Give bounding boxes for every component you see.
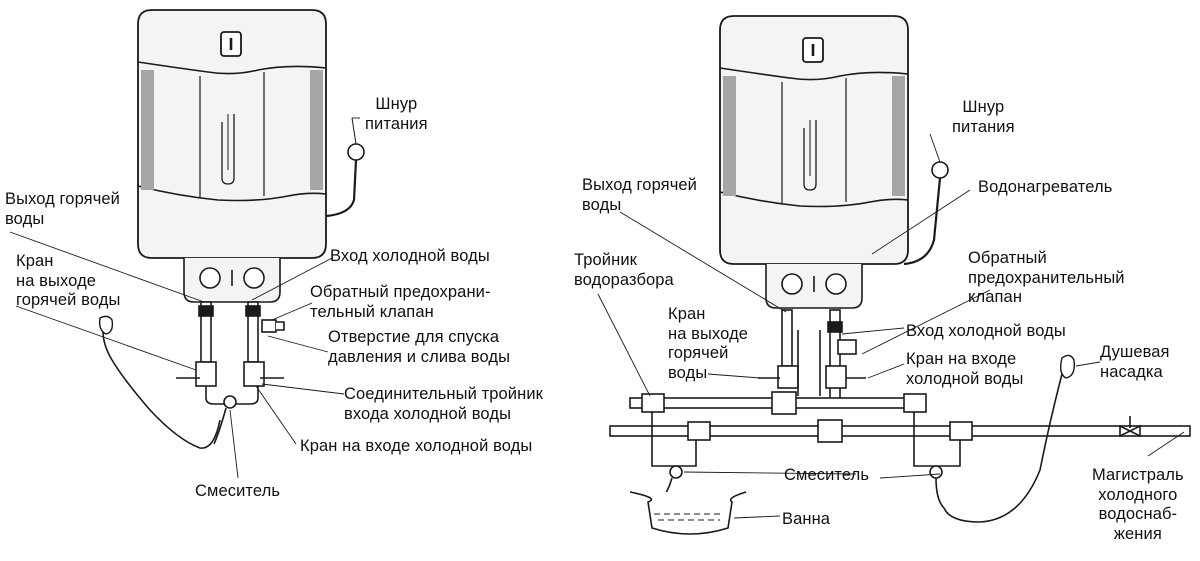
bath-water xyxy=(654,513,724,521)
left-water-heater xyxy=(136,8,328,304)
shower-head xyxy=(1059,354,1076,379)
left-pipework xyxy=(176,301,285,445)
left-label-safety-valve: Обратный предохрани-тельный клапан xyxy=(310,283,491,321)
right-label-mixer: Смеситель xyxy=(784,466,870,484)
left-leader-lines xyxy=(9,117,360,479)
left-shower-hose xyxy=(102,321,221,449)
left-plug xyxy=(347,143,365,161)
left-power-cord xyxy=(325,159,358,218)
right-power-cord xyxy=(903,177,942,266)
right-plug xyxy=(931,161,949,179)
right-leader-lines xyxy=(597,133,1185,519)
right-label-bath: Ванна xyxy=(782,510,831,528)
right-water-heater xyxy=(718,14,910,310)
left-label-cold-valve: Кран на входе холодной воды xyxy=(300,437,533,455)
right-shower-hose xyxy=(943,373,1063,523)
right-label-cold-inlet: Вход холодной воды xyxy=(906,322,1066,340)
left-label-mixer: Смеситель xyxy=(195,482,281,500)
left-label-cold-inlet: Вход холодной воды xyxy=(330,247,490,265)
right-pipework xyxy=(609,309,1191,509)
bath xyxy=(629,491,747,535)
right-label-heater: Водонагреватель xyxy=(978,178,1113,196)
